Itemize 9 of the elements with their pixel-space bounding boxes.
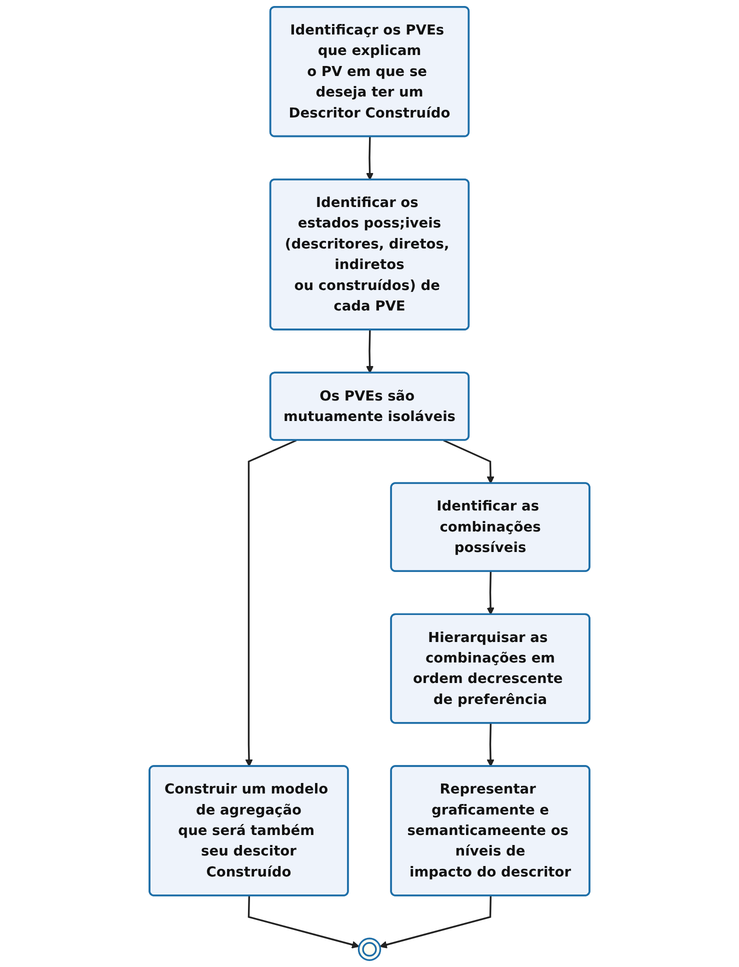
arrow [380,896,492,948]
arrow [366,330,374,374]
arrow [245,440,297,767]
arrow [486,571,494,615]
arrow [443,440,494,484]
arrow [248,896,360,948]
node-circle [358,938,382,961]
arrow [486,723,494,767]
arrow [366,136,374,180]
